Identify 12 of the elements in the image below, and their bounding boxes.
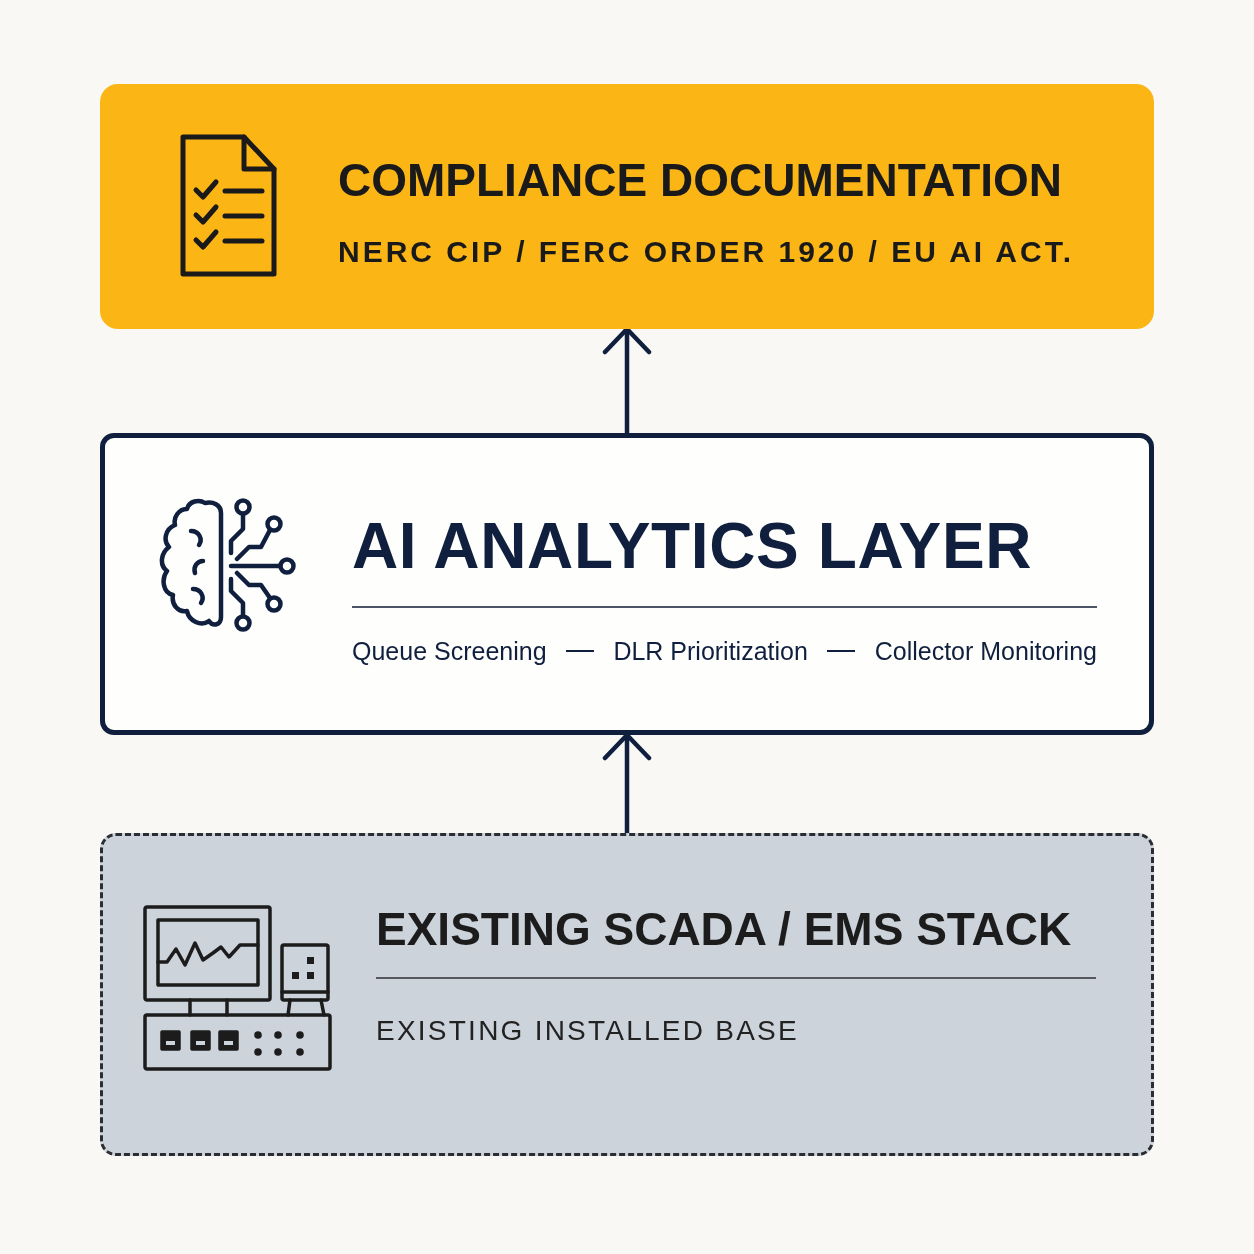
panel-subtitle: EXISTING INSTALLED BASE [376, 1014, 800, 1048]
panel-title: COMPLIANCE DOCUMENTATION [338, 154, 1064, 207]
arrow [602, 326, 652, 433]
panel-title: AI ANALYTICS LAYER [352, 510, 1034, 584]
panel-title: EXISTING SCADA / EMS STACK [376, 903, 1073, 956]
panel-subtitle: NERC CIP / FERC ORDER 1920 / EU AI ACT. [338, 234, 1075, 270]
feature-label: Collector Monitoring [874, 636, 1097, 666]
feature-label: DLR Prioritization [613, 636, 808, 666]
layer-panel [100, 84, 1154, 329]
layer-panel [100, 833, 1154, 1156]
layer-panel [100, 433, 1154, 735]
feature-label: Queue Screening [352, 636, 547, 666]
